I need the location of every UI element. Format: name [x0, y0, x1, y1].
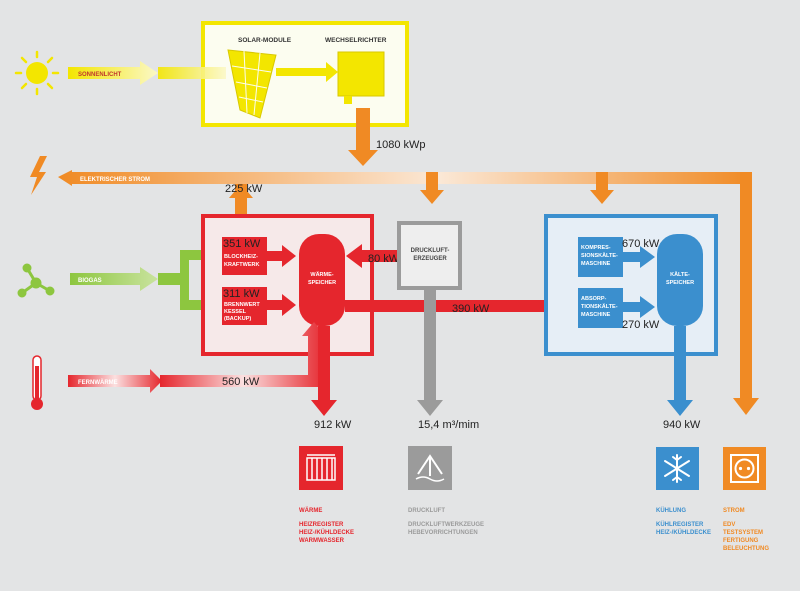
air-block: [397, 221, 462, 290]
heat-output-line: [318, 326, 330, 402]
cold-output-line: [674, 326, 686, 402]
cold-output-head: [667, 400, 693, 416]
air-output-line: [424, 288, 436, 402]
comp-kw: 670 kW: [622, 238, 660, 250]
absorption-chiller-box: [578, 288, 623, 328]
cooling-output-line-1: KÜHLREGISTER: [656, 521, 704, 528]
pv-output-arrow: [348, 108, 378, 166]
solar-panel-grid: [231, 50, 272, 116]
cold-storage-label-2: SPEICHER: [666, 280, 694, 286]
lightning-icon: [30, 156, 47, 195]
heat-to-chiller-arrow: [345, 293, 576, 319]
power-output-line-3: FERTIGUNG: [723, 538, 759, 544]
air-output-line-2: HEBEVORRICHTUNGEN: [408, 530, 478, 536]
air-label-2: ERZEUGER: [413, 256, 447, 262]
cold-output-kw: 940 kW: [663, 419, 701, 431]
abs-label-2: TIONSKÄLTE-: [581, 303, 618, 310]
chp-label-2: KRAFTWERK: [224, 262, 259, 268]
power-socket-icon: [723, 447, 766, 490]
thermometer-icon: [31, 355, 43, 410]
sunlight-arrow: [68, 61, 158, 85]
air-output-title: DRUCKLUFT: [408, 508, 445, 514]
power-drop-cold-head: [590, 190, 614, 204]
abs-to-storage-arrow: [623, 296, 655, 318]
comp-label-3: MASCHINE: [581, 261, 611, 267]
power-output-line-4: BELEUCHTUNG: [723, 546, 769, 552]
power-drop-cold: [596, 172, 608, 192]
heat-storage-label-2: SPEICHER: [308, 280, 336, 286]
heat-output-line-1: HEIZREGISTER: [299, 522, 344, 528]
cooling-output-title: KÜHLUNG: [656, 507, 686, 514]
sun-icon: [14, 50, 60, 96]
radiator-icon: [299, 446, 343, 490]
air-label-1: DRUCKLUFT-: [411, 248, 450, 254]
air-output-line-1: DRUCKLUFTWERKZEUGE: [408, 522, 484, 528]
comp-label-1: KOMPRES-: [581, 245, 611, 251]
boiler-kw: 311 kW: [223, 288, 260, 300]
compression-chiller-box: [578, 237, 623, 277]
biogas-label: BIOGAS: [78, 278, 102, 284]
chp-to-storage-arrow: [267, 245, 296, 267]
comp-label-2: SIONSKÄLTE-: [581, 252, 618, 259]
heat-to-chiller-kw: 390 kW: [452, 303, 490, 315]
air-to-storage-arrow: [346, 244, 398, 268]
boiler-box: [222, 287, 267, 325]
heat-storage-tank: [299, 234, 345, 326]
cold-storage-tank: [657, 234, 703, 326]
pv-output-kw: 1080 kWp: [376, 139, 426, 151]
air-output: 15,4 m³/mim: [418, 419, 479, 431]
district-heat-kw: 560 kW: [222, 376, 260, 388]
boiler-to-storage-arrow: [267, 294, 296, 316]
biogas-arrow: [70, 267, 158, 291]
heat-block: [201, 214, 374, 356]
air-output-head: [417, 400, 443, 416]
boiler-label-2: KESSEL: [224, 309, 247, 315]
power-line-down: [740, 172, 752, 400]
cold-storage-label-1: KÄLTE-: [670, 271, 690, 278]
abs-label-1: ABSORP-: [581, 296, 607, 302]
inverter-icon: [337, 51, 385, 97]
heat-output-line-2: HEIZ-/KÜHLDECKE: [299, 529, 354, 536]
electric-arrow-left: [58, 170, 752, 186]
district-heat-line: [160, 322, 326, 387]
abs-label-3: MASCHINE: [581, 312, 611, 318]
district-heat-arrow: [68, 369, 162, 393]
inverter-foot: [344, 96, 352, 104]
boiler-label-1: BRENNWERT: [224, 302, 260, 308]
power-output-line-2: TESTSYSTEM: [723, 530, 763, 536]
power-output-arrowhead: [733, 398, 759, 415]
sun-to-panel-arrow: [158, 67, 226, 79]
heat-output-head: [311, 400, 337, 416]
inverter-label: WECHSELRICHTER: [325, 37, 387, 44]
solar-module-label: SOLAR-MODULE: [238, 37, 292, 44]
power-output-title: STROM: [723, 508, 745, 514]
biogas-molecule-icon: [17, 263, 55, 298]
heat-output-title: WÄRME: [299, 507, 322, 514]
panel-to-inverter-arrow: [276, 62, 338, 82]
chp-to-grid-head: [229, 184, 253, 198]
heat-storage-label-1: WÄRME-: [310, 271, 333, 278]
heat-output-line-3: WARMWASSER: [299, 538, 345, 544]
chp-label-1: BLOCKHEIZ-: [224, 254, 258, 260]
cooling-output-line-2: HEIZ-/KÜHLDECKE: [656, 529, 711, 536]
snowflake-icon: [656, 447, 699, 490]
power-drop-air: [426, 172, 438, 192]
power-drop-air-head: [420, 190, 444, 204]
air-to-storage-kw: 80 kW: [368, 253, 400, 265]
district-heat-label: FERNWÄRME: [78, 379, 118, 386]
power-output-line-1: EDV: [723, 522, 735, 528]
chp-box: [222, 237, 267, 275]
abs-kw: 270 kW: [622, 319, 660, 331]
chp-kw: 351 kW: [223, 238, 261, 250]
sunlight-label: SONNENLICHT: [78, 72, 122, 78]
electric-label: ELEKTRISCHER STROM: [80, 177, 150, 183]
compressed-air-icon: [408, 446, 452, 490]
comp-to-storage-arrow: [623, 246, 655, 268]
chp-to-grid-kw: 225 kW: [225, 183, 263, 195]
boiler-label-3: (BACKUP): [224, 316, 251, 322]
heat-output-kw: 912 kW: [314, 419, 352, 431]
